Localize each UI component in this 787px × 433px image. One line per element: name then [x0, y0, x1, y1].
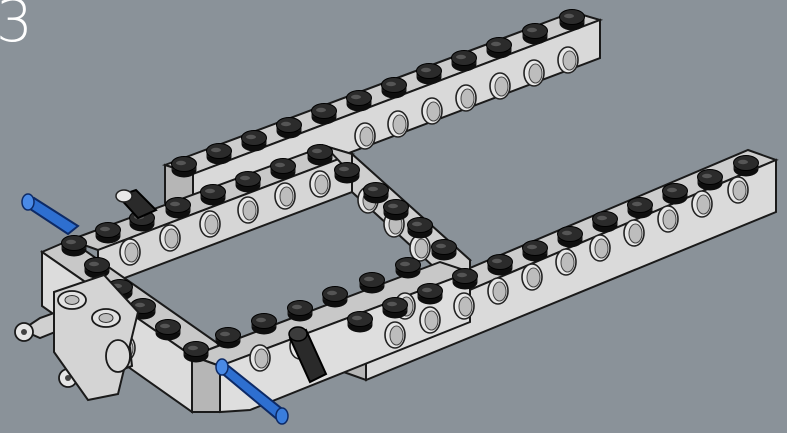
blue-pin-left — [22, 194, 78, 234]
studs-frame-right-beam — [335, 163, 457, 261]
